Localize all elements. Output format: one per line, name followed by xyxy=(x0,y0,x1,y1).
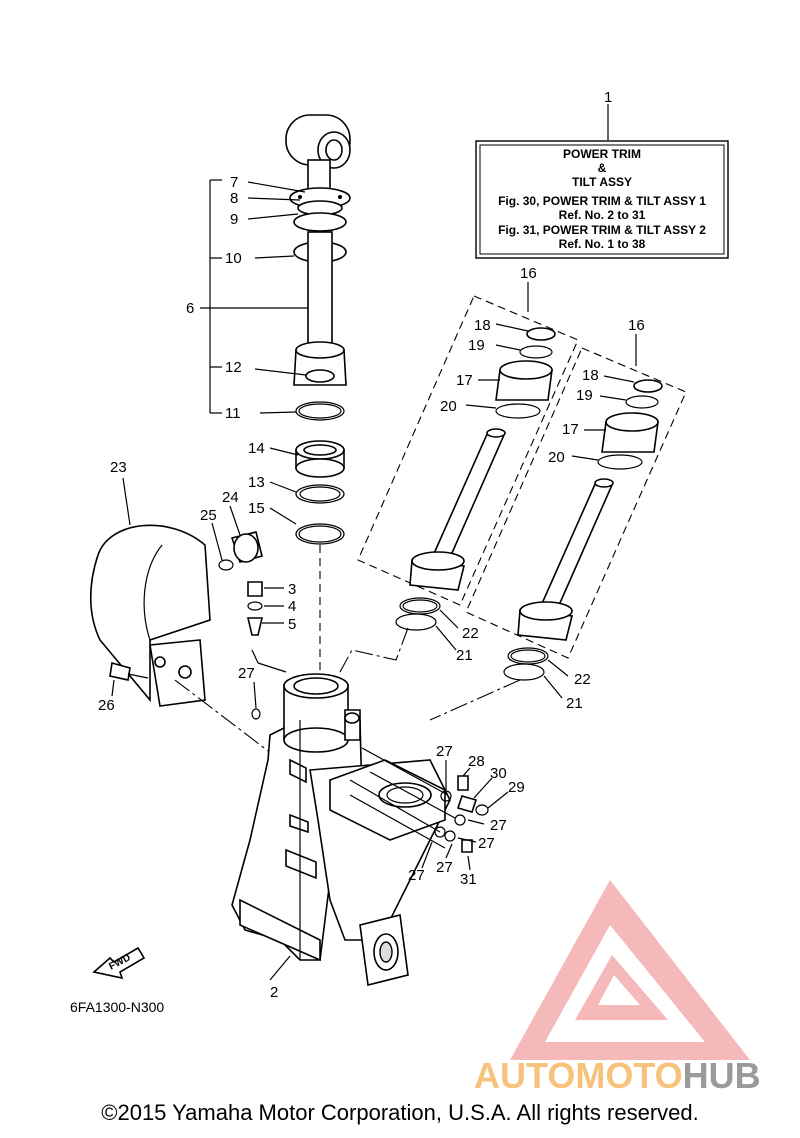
callout-5: 5 xyxy=(288,616,296,633)
callout-21-right: 21 xyxy=(566,695,583,712)
callout-27-a: 27 xyxy=(238,665,255,682)
callout-17-left: 17 xyxy=(456,372,473,389)
title-line-4: Fig. 30, POWER TRIM & TILT ASSY 1 xyxy=(498,194,706,208)
callout-6: 6 xyxy=(186,300,194,317)
callout-23: 23 xyxy=(110,459,127,476)
title-line-7: Ref. No. 1 to 38 xyxy=(559,237,646,251)
callout-7: 7 xyxy=(230,174,238,191)
cylinder-kit-left xyxy=(357,282,579,606)
watermark-part-1: AUTOMOTO xyxy=(474,1055,683,1096)
callout-12: 12 xyxy=(225,359,242,376)
callout-10: 10 xyxy=(225,250,242,267)
callout-19-right: 19 xyxy=(576,387,593,404)
fwd-arrow-icon: FWD xyxy=(92,946,146,980)
callout-8: 8 xyxy=(230,190,238,207)
title-line-5: Ref. No. 2 to 31 xyxy=(559,208,646,222)
tilt-rod-assembly xyxy=(285,114,351,680)
valve-parts xyxy=(349,747,509,871)
callout-28: 28 xyxy=(468,753,485,770)
callout-17-right: 17 xyxy=(562,421,579,438)
callout-20-right: 20 xyxy=(548,449,565,466)
title-box: POWER TRIM & TILT ASSY Fig. 30, POWER TR… xyxy=(475,104,729,259)
callout-26: 26 xyxy=(98,697,115,714)
callout-18-left: 18 xyxy=(474,317,491,334)
title-line-1: POWER TRIM xyxy=(563,147,641,161)
title-line-6: Fig. 31, POWER TRIM & TILT ASSY 2 xyxy=(498,223,706,237)
motor-cover xyxy=(89,477,287,761)
callout-1: 1 xyxy=(604,89,612,106)
callout-21-left: 21 xyxy=(456,647,473,664)
cylinder-kit-right xyxy=(465,334,687,659)
copyright-notice: ©2015 Yamaha Motor Corporation, U.S.A. A… xyxy=(101,1100,699,1125)
watermark-logo xyxy=(510,880,750,1060)
callout-13: 13 xyxy=(248,474,265,491)
callout-25: 25 xyxy=(200,507,217,524)
callout-16-left: 16 xyxy=(520,265,537,282)
diagram-code: 6FA1300-N300 xyxy=(70,999,164,1015)
callout-9: 9 xyxy=(230,211,238,228)
callout-15: 15 xyxy=(248,500,265,517)
o-rings-21-22 xyxy=(339,597,569,721)
callout-bracket-6 xyxy=(200,179,308,525)
callout-22-left: 22 xyxy=(462,625,479,642)
main-body xyxy=(231,673,451,986)
callout-11: 11 xyxy=(225,405,241,422)
callout-27-c: 27 xyxy=(490,817,507,834)
callout-27-e: 27 xyxy=(436,859,453,876)
watermark-part-2: HUB xyxy=(683,1055,761,1096)
watermark-text: AUTOMOTOHUB xyxy=(474,1055,761,1096)
callout-22-right: 22 xyxy=(574,671,591,688)
callout-19-left: 19 xyxy=(468,337,485,354)
callout-3: 3 xyxy=(288,581,296,598)
callout-31: 31 xyxy=(460,871,477,888)
callout-29: 29 xyxy=(508,779,525,796)
callout-4: 4 xyxy=(288,598,296,615)
callout-2: 2 xyxy=(270,984,278,1001)
callout-27-d: 27 xyxy=(478,835,495,852)
callout-16-right: 16 xyxy=(628,317,645,334)
title-line-2: & xyxy=(598,161,607,175)
callout-27-f: 27 xyxy=(408,867,425,884)
callout-20-left: 20 xyxy=(440,398,457,415)
callout-30: 30 xyxy=(490,765,507,782)
callout-18-right: 18 xyxy=(582,367,599,384)
callout-labels: 1 2 3 4 5 6 7 8 9 10 11 12 13 14 15 16 1… xyxy=(98,89,645,1001)
callout-24: 24 xyxy=(222,489,239,506)
title-line-3: TILT ASSY xyxy=(572,175,632,189)
callout-27-b: 27 xyxy=(436,743,453,760)
callout-14: 14 xyxy=(248,440,265,457)
